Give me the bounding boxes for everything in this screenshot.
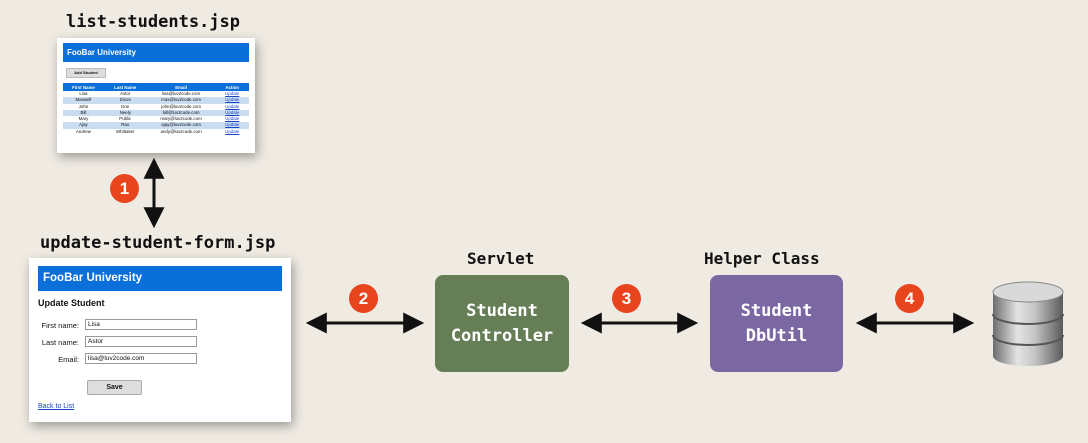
table-cell: mary@luv2code.com <box>160 116 202 122</box>
update-link: Update <box>215 109 249 117</box>
last-name-label: Last name: <box>41 338 79 347</box>
table-row: Lisa Astor lisa@luv2code.com Update <box>63 91 249 97</box>
table-cell: Maxwell <box>63 97 104 104</box>
column-header: Action <box>215 83 249 91</box>
servlet-caption: Servlet <box>467 249 535 268</box>
table-cell: Rao <box>103 122 147 129</box>
form-heading: Update Student <box>38 298 105 308</box>
form-banner: FooBar University <box>38 266 282 291</box>
first-name-field: Lisa <box>85 319 197 330</box>
table-row: Mary Public mary@luv2code.com Update <box>63 116 249 122</box>
table-cell: Ajay <box>63 122 104 129</box>
step-badge-4: 4 <box>895 284 924 313</box>
column-header: Last Name <box>103 83 147 91</box>
table-cell: Dixon <box>103 97 147 104</box>
database-icon <box>992 281 1064 366</box>
update-link: Update <box>215 97 249 104</box>
table-cell: bill@luv2code.com <box>146 109 216 117</box>
table-cell: John <box>78 103 89 109</box>
table-cell: Andrew <box>76 128 91 134</box>
table-cell: Doe <box>121 103 130 109</box>
back-to-list-link: Back to List <box>38 403 75 410</box>
email-label: Email: <box>58 355 79 364</box>
list-students-screenshot: FooBar University Add Student First Name… <box>57 38 255 153</box>
table-cell: ajay@luv2code.com <box>146 122 216 129</box>
dbutil-line-1: Student <box>740 300 813 321</box>
column-header: Email <box>146 83 216 91</box>
update-student-form-screenshot: FooBar University Update Student First n… <box>29 258 291 422</box>
table-cell: Public <box>119 116 132 122</box>
controller-line-1: Student <box>466 300 538 321</box>
table-cell: lisa@luv2code.com <box>162 91 201 96</box>
update-link: Update <box>225 91 240 96</box>
table-cell: Astor <box>120 91 131 96</box>
table-cell: john@luv2code.com <box>161 103 202 109</box>
list-banner: FooBar University <box>63 43 249 62</box>
update-form-caption: update-student-form.jsp <box>40 233 276 253</box>
table-cell: Mary <box>78 116 89 122</box>
controller-line-2: Controller <box>450 325 554 346</box>
save-button: Save <box>87 380 142 395</box>
last-name-field: Astor <box>85 336 197 347</box>
step-badge-3: 3 <box>612 284 641 313</box>
table-cell: Lisa <box>79 91 88 96</box>
table-row: Andrew Whittaker andy@luv2code.com Update <box>63 129 249 135</box>
first-name-label: First name: <box>41 321 79 330</box>
table-cell: Bill <box>63 109 104 117</box>
update-link: Update <box>215 122 249 129</box>
dbutil-line-2: DbUtil <box>745 325 808 346</box>
step-badge-1: 1 <box>110 174 139 203</box>
table-cell: andy@luv2code.com <box>160 128 202 134</box>
helper-class-caption: Helper Class <box>704 249 820 268</box>
table-cell: max@luv2code.com <box>146 97 216 104</box>
email-field: lisa@luv2code.com <box>85 353 197 364</box>
add-student-button: Add Student <box>66 68 106 78</box>
step-badge-2: 2 <box>349 284 378 313</box>
update-link: Update <box>225 103 240 109</box>
student-controller-box: Student Controller <box>435 275 569 372</box>
table-cell: Whittaker <box>116 128 135 134</box>
update-link: Update <box>225 116 240 122</box>
list-students-caption: list-students.jsp <box>66 12 240 32</box>
table-cell: Neely <box>103 109 147 117</box>
students-table: First Name Last Name Email Action Lisa As… <box>63 83 249 135</box>
update-link: Update <box>225 128 240 134</box>
table-row: John Doe john@luv2code.com Update <box>63 104 249 110</box>
column-header: First Name <box>63 83 104 91</box>
student-dbutil-box: Student DbUtil <box>710 275 843 372</box>
